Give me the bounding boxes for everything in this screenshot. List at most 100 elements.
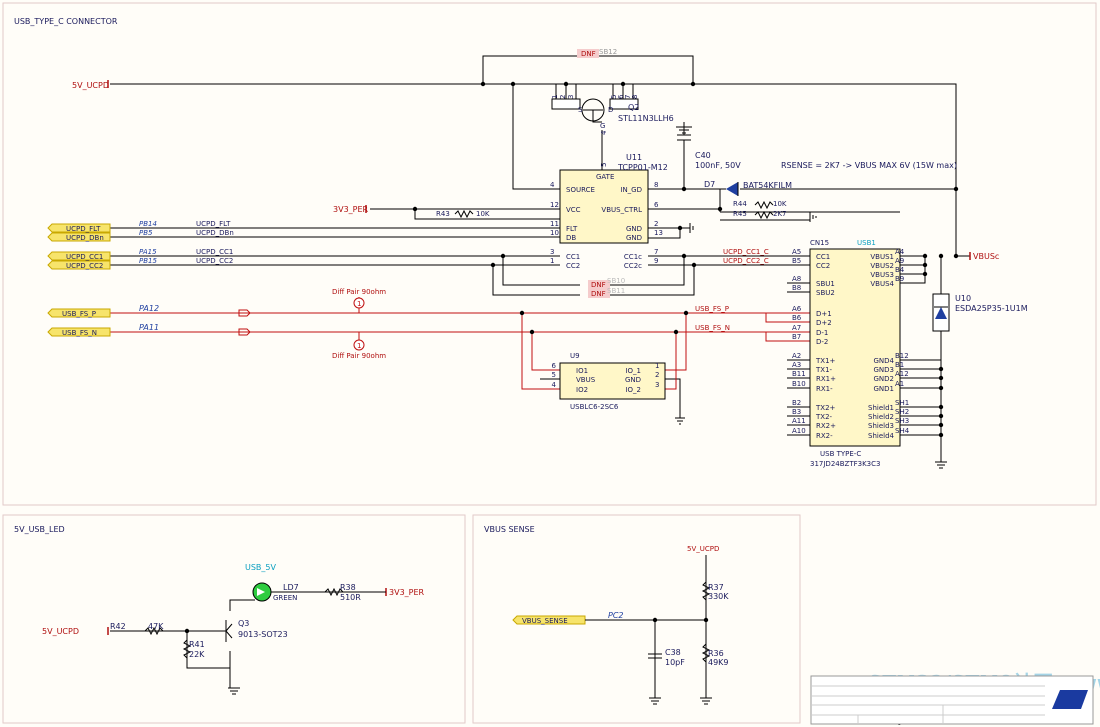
usb1-pinnum-a12: A12 xyxy=(895,370,909,378)
u11-pin-db: DB xyxy=(566,234,576,242)
usb1-pin-rx1n: RX1- xyxy=(816,385,833,393)
usb1-pinnum-b2: B2 xyxy=(792,399,801,407)
u11-pin-gnd-3: GND xyxy=(626,234,642,242)
section-title-led: 5V_USB_LED xyxy=(14,525,65,534)
u9-pin-vbus: VBUS xyxy=(576,376,596,384)
r45-ref: R45 xyxy=(733,210,747,218)
u9-pinnum-right-1: 2 xyxy=(655,371,659,379)
net-label-usb-5v: USB_5V xyxy=(245,563,277,572)
u11-pin-flt: FLT xyxy=(566,225,578,233)
r44-value: 10K xyxy=(773,200,787,208)
mcu-pin-pa11: PA11 xyxy=(139,323,159,332)
usb1-pinnum-b8: B8 xyxy=(792,284,801,292)
u11-pin-in_gd-0: IN_GD xyxy=(620,186,642,194)
usb1-pin-cc2: CC2 xyxy=(816,262,830,270)
q2-pin-2: 2 xyxy=(559,95,567,99)
u11-pin-vbus_ctrl-1: VBUS_CTRL xyxy=(601,206,642,214)
port-label-ucpd-cc2[interactable]: UCPD_CC2 xyxy=(66,262,103,270)
r37-ref: R37 xyxy=(708,583,724,592)
r45-value: 2K7 xyxy=(773,210,787,218)
usb1-pinnum-b4: B4 xyxy=(895,266,905,274)
usb1-pin-rx1p: RX1+ xyxy=(816,375,836,383)
net-label-5v-ucpd: 5V_UCPD xyxy=(72,81,109,90)
usb1-pinnum-b5: B5 xyxy=(792,257,801,265)
port-ucpd-dbn[interactable] xyxy=(47,232,111,242)
u9-pinnum-left-0: 6 xyxy=(552,362,557,370)
mcu-pin-pc2: PC2 xyxy=(608,611,624,620)
usb1-pinnum-b3: B3 xyxy=(792,408,801,416)
r42-value: 47K xyxy=(148,622,164,631)
r36-value: 49K9 xyxy=(708,658,729,667)
r41-value: 22K xyxy=(189,650,205,659)
usb1-pinnum-a8: A8 xyxy=(792,275,801,283)
u11-tcpp01-body xyxy=(559,169,649,244)
c38-value: 10pF xyxy=(665,658,685,667)
u11-pin-cc2c-5: CC2c xyxy=(624,262,642,270)
port-label-ucpd-cc1[interactable]: UCPD_CC1 xyxy=(66,253,103,261)
port-label-vbus-sense[interactable]: VBUS_SENSE xyxy=(522,617,568,625)
usb1-pinnum-b10: B10 xyxy=(792,380,806,388)
u11-pin-cc1c-4: CC1c xyxy=(624,253,642,261)
u11-pinnum-right-5: 9 xyxy=(654,257,658,265)
port-vbus-sense[interactable] xyxy=(512,615,586,625)
usb1-pinnum-sh4: SH4 xyxy=(895,427,910,435)
usb1-pinnum-b12: B12 xyxy=(895,352,909,360)
port-usb-fs-n[interactable] xyxy=(47,327,111,337)
usb1-pin-gnd2: GND2 xyxy=(873,375,894,383)
frame-vbus-sense xyxy=(472,514,801,724)
q3-value: 9013-SOT23 xyxy=(238,630,288,639)
usb1-pin-gnd4: GND4 xyxy=(873,357,894,365)
q2-pin-4: 4 xyxy=(600,130,608,135)
port-ucpd-flt[interactable] xyxy=(47,223,111,233)
wires-red xyxy=(110,297,810,390)
usb1-part: 317JD24BZTF3K3C3 xyxy=(810,460,880,468)
net-label-3v3-per: 3V3_PER xyxy=(333,205,369,214)
usb1-pinnum-a9: A9 xyxy=(895,257,904,265)
u9-pin-gnd: GND xyxy=(625,376,641,384)
port-ucpd-cc2[interactable] xyxy=(47,260,111,270)
u9-pin-io_2: IO_2 xyxy=(625,386,641,394)
usb1-pin-dn1: D-1 xyxy=(816,329,828,337)
diff-pair-probes: 1 1 xyxy=(238,297,365,351)
usb1-pinnum-a4: A4 xyxy=(895,248,905,256)
usb1-pin-tx1n: TX1- xyxy=(815,366,833,374)
port-ucpd-cc1[interactable] xyxy=(47,251,111,261)
usb1-pinnum-a1: A1 xyxy=(895,380,904,388)
q2-pin-8: 8 xyxy=(631,95,639,99)
u9-pinnum-left-1: 5 xyxy=(552,371,556,379)
wire-label-ucpd-cc2-c: UCPD_CC2_C xyxy=(723,257,769,265)
u11-pinnum-left-0: 4 xyxy=(550,181,555,189)
usb1-pinnum-a3: A3 xyxy=(792,361,801,369)
resistor-zigzags xyxy=(454,200,774,220)
wire-label-ucpd-cc1: UCPD_CC1 xyxy=(196,248,233,256)
u11-pin-vcc: VCC xyxy=(566,206,581,214)
u9-pin-io1: IO1 xyxy=(576,367,588,375)
port-usb-fs-p[interactable] xyxy=(47,308,111,318)
port-label-usb-fs-n[interactable]: USB_FS_N xyxy=(62,329,97,337)
usb1-pinnum-b6: B6 xyxy=(792,314,802,322)
usb1-pinnum-b11: B11 xyxy=(792,370,806,378)
u11-pinnum-right-2: 2 xyxy=(654,220,658,228)
port-label-ucpd-dbn[interactable]: UCPD_DBn xyxy=(66,234,104,242)
annotation-rsense: RSENSE = 2K7 -> VBUS MAX 6V (15W max) xyxy=(781,161,957,170)
svg-text:1: 1 xyxy=(357,342,361,350)
port-label-usb-fs-p[interactable]: USB_FS_P xyxy=(62,310,96,318)
q2-label-s: S xyxy=(578,106,583,114)
resistor-zigzags-lower xyxy=(144,581,711,663)
usb1-pin-tx2p: TX2+ xyxy=(815,404,836,412)
usb1-pinnum-b7: B7 xyxy=(792,333,801,341)
u11-ref: U11 xyxy=(626,153,642,162)
q2-value: STL11N3LLH6 xyxy=(618,114,674,123)
dnf-sb12-box xyxy=(577,49,599,58)
usb1-pin-gnd1: GND1 xyxy=(873,385,894,393)
r42-ref: R42 xyxy=(110,622,126,631)
usb1-pinnum-a5: A5 xyxy=(792,248,801,256)
u11-gate-label: GATE xyxy=(596,173,614,181)
r36-ref: R36 xyxy=(708,649,724,658)
usb1-pin-shield3: Shield3 xyxy=(868,422,894,430)
c38-ref: C38 xyxy=(665,648,681,657)
port-label-ucpd-flt[interactable]: UCPD_FLT xyxy=(66,225,101,233)
d7-diode-symbol xyxy=(726,182,739,196)
wire-label-ucpd-cc2: UCPD_CC2 xyxy=(196,257,233,265)
